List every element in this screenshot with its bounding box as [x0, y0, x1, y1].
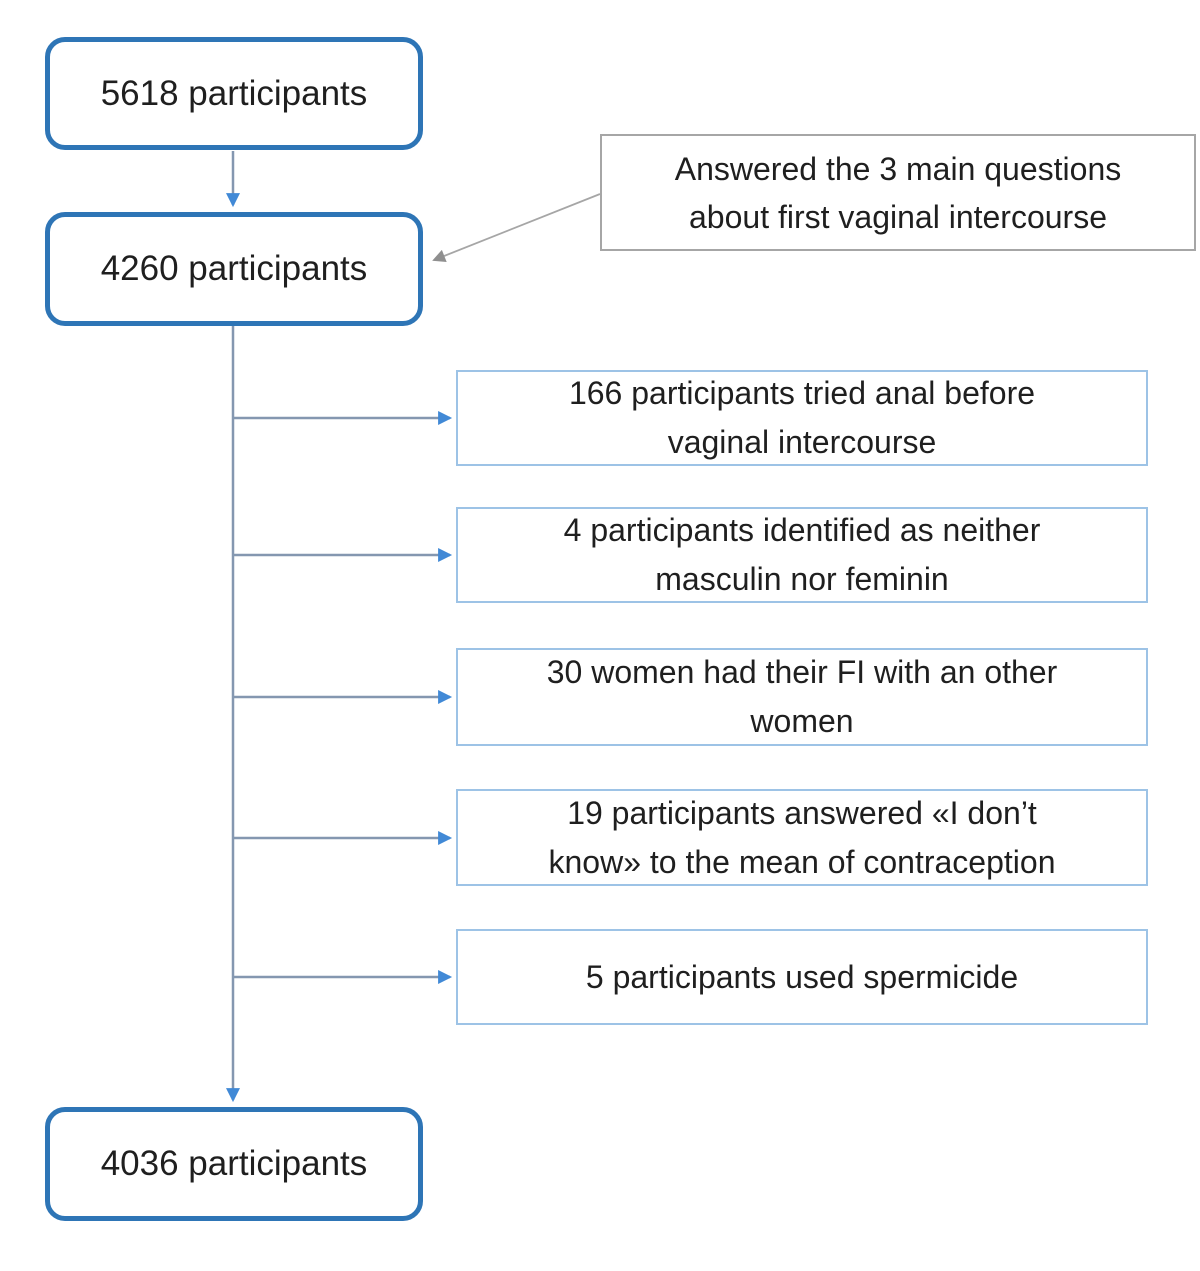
exclusion-box-fi-with-women: 30 women had their FI with an other wome… [456, 648, 1148, 746]
exclusion-box-dont-know-contraception: 19 participants answered «I don’t know» … [456, 789, 1148, 886]
node-start-label: 5618 participants [100, 73, 368, 113]
note-answered-questions: Answered the 3 main questions about firs… [600, 134, 1196, 251]
note-line-1: Answered the 3 main questions [674, 150, 1122, 187]
node-middle-participants: 4260 participants [45, 212, 423, 326]
exclusion-2-line-2: masculin nor feminin [655, 561, 949, 597]
exclusion-4-line-2: know» to the mean of contraception [548, 843, 1056, 880]
exclusion-box-anal-before-vaginal: 166 participants tried anal before vagin… [456, 370, 1148, 466]
exclusion-3-line-2: women [750, 703, 854, 739]
node-final-label: 4036 participants [100, 1144, 368, 1183]
node-middle-label: 4260 participants [100, 249, 368, 288]
node-final-participants: 4036 participants [45, 1107, 423, 1221]
exclusion-5-line-1: 5 participants used spermicide [585, 958, 1019, 995]
exclusion-box-neither-gender: 4 participants identified as neither mas… [456, 507, 1148, 603]
arrow-note-to-middle [432, 193, 601, 262]
exclusion-4-line-1: 19 participants answered «I don’t [567, 794, 1037, 831]
node-start-participants: 5618 participants [45, 37, 423, 150]
exclusion-box-spermicide: 5 participants used spermicide [456, 929, 1148, 1025]
exclusion-2-line-1: 4 participants identified as neither [563, 512, 1041, 548]
note-line-2: about first vaginal intercourse [689, 198, 1107, 235]
exclusion-1-line-1: 166 participants tried anal before [568, 375, 1036, 411]
exclusion-3-line-1: 30 women had their FI with an other [546, 654, 1058, 690]
exclusion-1-line-2: vaginal intercourse [667, 424, 937, 460]
